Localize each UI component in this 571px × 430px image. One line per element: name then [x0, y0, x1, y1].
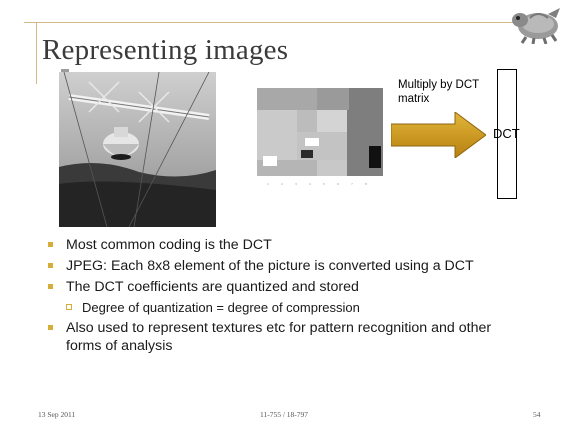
footer-page-number: 54 — [533, 410, 541, 419]
svg-text:6: 6 — [337, 182, 339, 186]
dct-matrix-box — [497, 69, 517, 199]
bullet-item: Also used to represent textures etc for … — [48, 319, 506, 355]
svg-text:3: 3 — [295, 182, 297, 186]
sub-bullet-marker — [66, 304, 72, 310]
bullet-text: Most common coding is the DCT — [66, 237, 272, 253]
bullet-text: The DCT coefficients are quantized and s… — [66, 279, 359, 295]
footer-course: 11-755 / 18-797 — [260, 410, 309, 419]
sub-bullet-item: Degree of quantization = degree of compr… — [48, 299, 563, 316]
multiply-label: Multiply by DCT matrix — [398, 79, 479, 105]
slide-title: Representing images — [42, 34, 289, 66]
bullet-list: Most common coding is the DCT JPEG: Each… — [48, 236, 563, 358]
svg-text:7: 7 — [351, 182, 353, 186]
svg-text:8: 8 — [365, 182, 367, 186]
right-arrow-icon — [391, 112, 486, 158]
bullet-item: Most common coding is the DCT — [48, 236, 563, 254]
bullet-marker — [48, 263, 53, 268]
bullet-item: JPEG: Each 8x8 element of the picture is… — [48, 257, 563, 275]
frame-left-line — [36, 22, 37, 84]
dct-block-grid: 1 2 3 4 5 6 7 8 — [257, 88, 383, 190]
svg-text:1: 1 — [267, 182, 269, 186]
dct-label: DCT — [493, 126, 520, 141]
svg-text:4: 4 — [309, 182, 311, 186]
telescope-photo — [59, 72, 216, 227]
sub-bullet-text: Degree of quantization = degree of compr… — [82, 300, 360, 315]
bullet-marker — [48, 242, 53, 247]
footer-date: 13 Sep 2011 — [38, 410, 76, 419]
svg-text:2: 2 — [281, 182, 283, 186]
bullet-text: Also used to represent textures etc for … — [66, 320, 492, 354]
bullet-marker — [48, 284, 53, 289]
bullet-marker — [48, 325, 53, 330]
bullet-text: JPEG: Each 8x8 element of the picture is… — [66, 258, 474, 274]
frame-top-line — [24, 22, 544, 23]
bullet-item: The DCT coefficients are quantized and s… — [48, 278, 563, 296]
mascot-icon — [512, 8, 560, 44]
svg-text:5: 5 — [323, 182, 325, 186]
